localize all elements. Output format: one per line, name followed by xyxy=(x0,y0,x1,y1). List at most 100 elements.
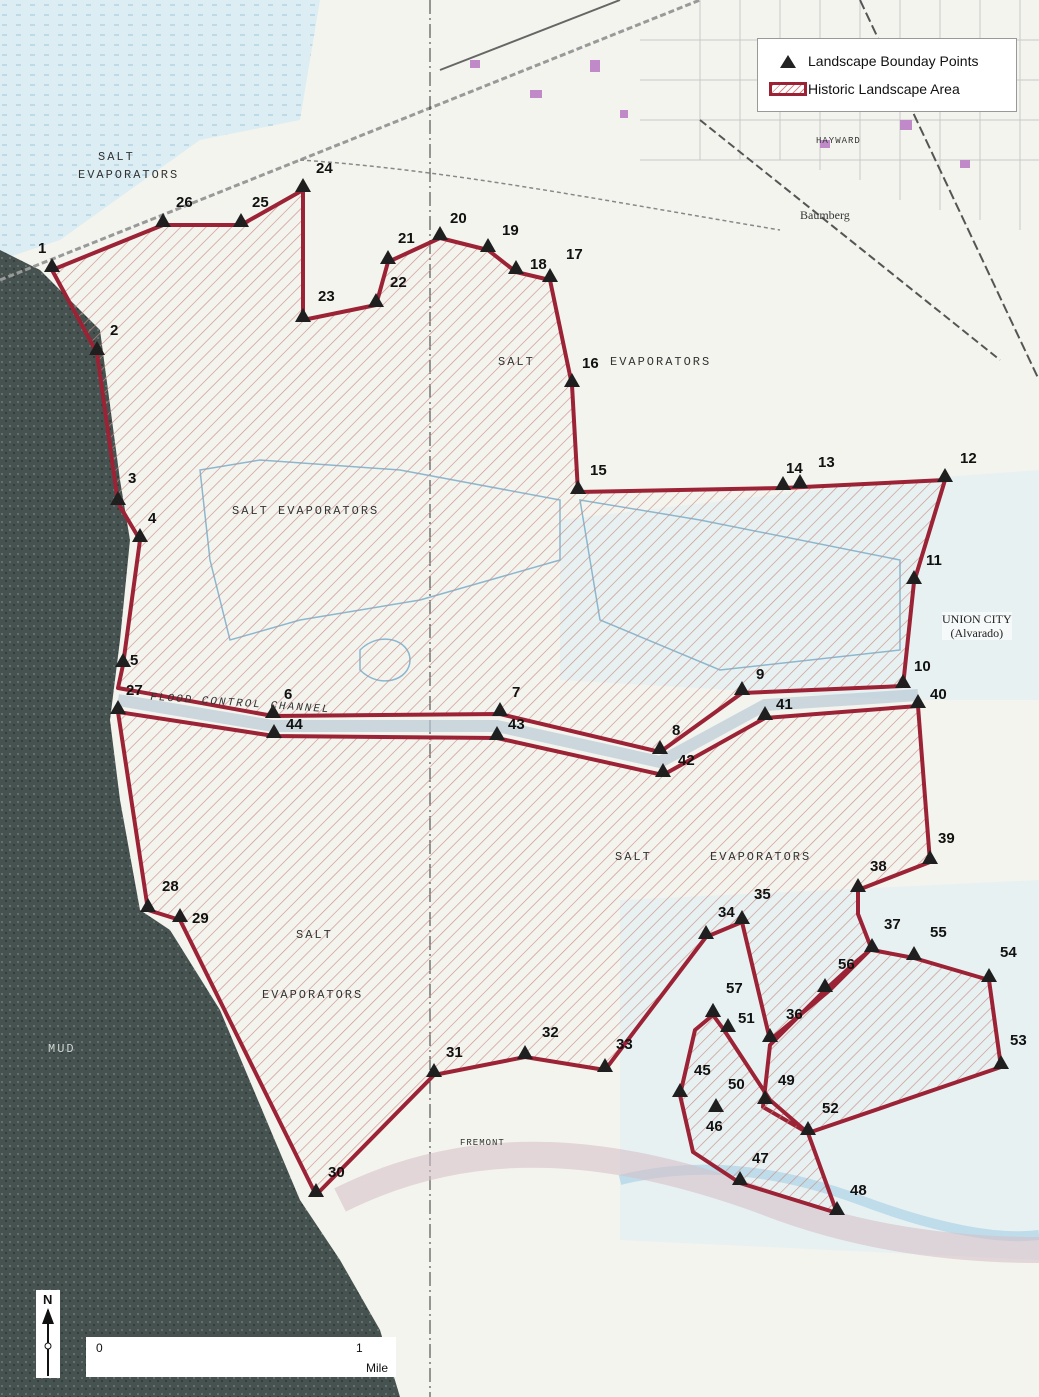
label-evaporators-mid: EVAPORATORS xyxy=(610,355,712,369)
boundary-point-marker xyxy=(698,925,714,939)
boundary-point-marker xyxy=(89,341,105,355)
point-label: 22 xyxy=(390,274,407,291)
boundary-point-marker xyxy=(895,674,911,688)
boundary-road-south xyxy=(334,1141,1039,1263)
boundary-point-marker xyxy=(937,468,953,482)
point-label: 23 xyxy=(318,288,335,305)
boundary-point-marker xyxy=(720,1018,736,1032)
point-label: 57 xyxy=(726,980,743,997)
southern-railroad xyxy=(699,119,1001,361)
point-label: 6 xyxy=(284,686,293,703)
scale-start-label: 0 xyxy=(96,1341,103,1355)
point-label: 15 xyxy=(590,462,607,479)
label-evaporators-top-left: EVAPORATORS xyxy=(78,168,180,182)
boundary-point-marker xyxy=(492,702,508,716)
triangle-marker-icon xyxy=(768,54,808,68)
point-label: 48 xyxy=(850,1182,867,1199)
point-label: 45 xyxy=(694,1062,711,1079)
boundary-point-marker xyxy=(172,908,188,922)
boundary-point-marker xyxy=(775,476,791,490)
label-salt-evaporators: SALT EVAPORATORS xyxy=(232,504,380,518)
buildings xyxy=(470,60,970,168)
flood-control-channel xyxy=(117,689,919,769)
point-label: 8 xyxy=(672,722,681,739)
hatched-area-icon xyxy=(768,82,808,96)
boundary-point-marker xyxy=(266,724,282,738)
point-label: 39 xyxy=(938,830,955,847)
point-label: 32 xyxy=(542,1024,559,1041)
point-label: 3 xyxy=(128,470,137,487)
point-label: 44 xyxy=(286,716,303,733)
historic-landscape-area-south xyxy=(116,704,1003,1197)
scale-box: 0 1 Mile xyxy=(86,1337,396,1377)
boundary-point-marker xyxy=(508,260,524,274)
historic-landscape-area-loop xyxy=(678,1013,839,1215)
point-label: 12 xyxy=(960,450,977,467)
point-label: 38 xyxy=(870,858,887,875)
pacific-railroad xyxy=(439,0,621,71)
legend-label-boundary-points: Landscape Bounday Points xyxy=(808,53,979,69)
legend: Landscape Bounday Points Historic Landsc… xyxy=(757,38,1017,112)
point-label: 50 xyxy=(728,1076,745,1093)
point-label: 21 xyxy=(398,230,415,247)
point-label: 19 xyxy=(502,222,519,239)
boundary-point-marker xyxy=(517,1045,533,1059)
mud-flats xyxy=(0,250,400,1397)
label-salt-top-left: SALT xyxy=(98,150,135,164)
boundary-point-marker xyxy=(115,653,131,667)
boundary-point-marker xyxy=(864,938,880,952)
point-label: 31 xyxy=(446,1044,463,1061)
legend-item-historic-area: Historic Landscape Area xyxy=(768,77,960,101)
boundary-point-marker xyxy=(564,373,580,387)
boundary-point-marker xyxy=(426,1063,442,1077)
boundary-point-marker xyxy=(110,491,126,505)
point-label: 49 xyxy=(778,1072,795,1089)
boundary-point-marker xyxy=(732,1171,748,1185)
boundary-point-marker xyxy=(489,726,505,740)
label-evaporators-lower: EVAPORATORS xyxy=(262,988,364,1002)
boundary-point-marker xyxy=(132,528,148,542)
boundary-point-marker xyxy=(368,293,384,307)
scale-unit-label: Mile xyxy=(366,1361,389,1375)
point-label: 40 xyxy=(930,686,947,703)
point-label: 36 xyxy=(786,1006,803,1023)
boundary-point-marker xyxy=(655,763,671,777)
boundary-point-marker xyxy=(155,213,171,227)
point-label: 27 xyxy=(126,682,143,699)
north-arrow: N xyxy=(36,1290,60,1378)
point-label: 17 xyxy=(566,246,583,263)
scale-end-label: 1 xyxy=(356,1341,363,1355)
boundary-point-marker xyxy=(233,213,249,227)
boundary-point-marker xyxy=(734,910,750,924)
boundary-point-marker xyxy=(981,968,997,982)
point-label: 29 xyxy=(192,910,209,927)
north-label: N xyxy=(43,1292,53,1307)
boundary-point-marker xyxy=(295,308,311,322)
boundary-point-marker xyxy=(993,1055,1009,1069)
boundary-point-marker xyxy=(380,250,396,264)
point-label: 24 xyxy=(316,160,333,177)
boundary-point-marker xyxy=(800,1121,816,1135)
label-salt-lower: SALT xyxy=(296,928,333,942)
point-label: 30 xyxy=(328,1164,345,1181)
label-salt-mid: SALT xyxy=(498,355,535,369)
point-label: 1 xyxy=(38,240,47,257)
bay-water xyxy=(0,0,320,260)
point-label: 10 xyxy=(914,658,931,675)
boundary-point-marker xyxy=(762,1028,778,1042)
point-label: 34 xyxy=(718,904,735,921)
boundary-point-marker xyxy=(672,1083,688,1097)
point-label: 9 xyxy=(756,666,765,683)
label-salt-right: SALT xyxy=(615,850,652,864)
boundary-point-marker xyxy=(817,978,833,992)
label-union-city: UNION CITY xyxy=(942,612,1012,626)
point-label: 11 xyxy=(926,552,942,569)
boundary-point-marker xyxy=(542,268,558,282)
boundary-point-marker xyxy=(432,226,448,240)
north-arrow-icon xyxy=(42,1308,54,1376)
point-label: 13 xyxy=(818,454,835,471)
boundary-point-marker xyxy=(140,898,156,912)
point-label: 25 xyxy=(252,194,269,211)
point-label: 41 xyxy=(776,696,793,713)
